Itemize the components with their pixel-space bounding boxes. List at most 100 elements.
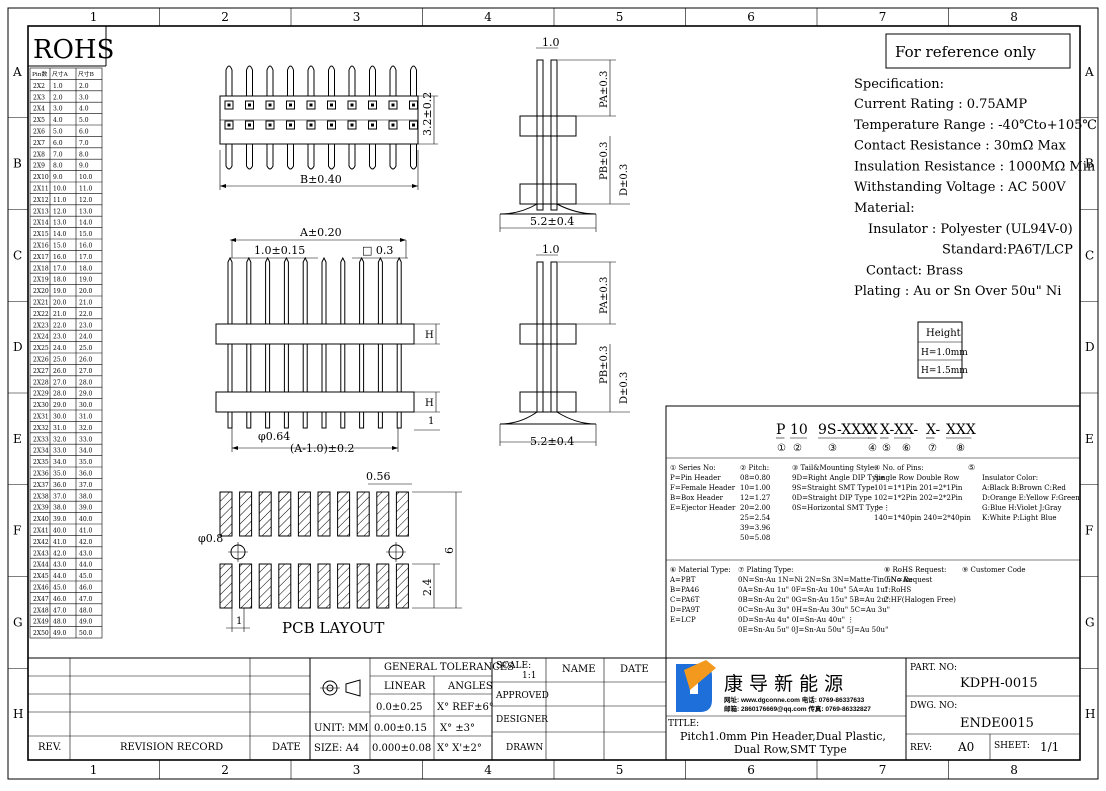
pin-table-cell: 46.0 — [79, 585, 93, 592]
pin-table-cell: 26.0 — [53, 368, 67, 375]
legend-line: 140=1*40pin 240=2*40pin — [874, 514, 971, 522]
pin-table-cell: 30.0 — [79, 402, 93, 409]
side2-pa: PA±0.3 — [599, 277, 610, 314]
pin-table-cell: 2X23 — [33, 322, 49, 329]
pin-table-cell: 14.0 — [53, 231, 67, 238]
pin-table-cell: 25.0 — [53, 357, 67, 364]
grid-col-label: 8 — [1010, 763, 1018, 777]
grid-col-label: 2 — [221, 10, 229, 24]
height-row-1: H=1.0mm — [921, 348, 968, 358]
pcb-pad-length: 2.4 — [421, 579, 434, 597]
side-view-bottom: 1.0 PA±0.3 PB±0.3 D±0.3 5.2±0.4 — [499, 243, 630, 448]
legend-line: C=PA6T — [670, 596, 700, 604]
pin-table-cell: 23.0 — [53, 334, 67, 341]
pin-table-cell: 16.0 — [79, 243, 93, 250]
legend-line: 20=2.00 — [740, 504, 770, 512]
grid-col-label: 3 — [353, 763, 361, 777]
pin-table-cell: 38.0 — [79, 493, 93, 500]
legend-line: E=Ejector Header — [670, 504, 736, 512]
ang-tol-3: X° X'±2° — [437, 743, 482, 754]
pin-table-cell: 19.0 — [53, 288, 67, 295]
grid-col-label: 8 — [1010, 10, 1018, 24]
unit: UNIT: MM — [314, 723, 368, 734]
pin-table-cell: 2X49 — [33, 619, 49, 626]
pcb-span: 6 — [443, 547, 456, 554]
grid-row-label: B — [1085, 157, 1094, 171]
legend-line: 0A=Sn-Au 1u" 0F=Sn-Au 10u" 5A=Au 1u" — [738, 586, 888, 594]
angles-header: ANGLES — [447, 681, 493, 692]
dim-top-height: 3.2±0.2 — [421, 92, 434, 136]
grid-col-label: 6 — [747, 763, 755, 777]
pin-table-cell: 17.0 — [53, 265, 67, 272]
projection-symbol-icon — [320, 679, 361, 697]
grid-row-label: D — [1085, 340, 1095, 354]
pin-table-cell: 5.0 — [53, 129, 63, 136]
pin-table-cell: 39.0 — [53, 516, 67, 523]
part-code-marker: ⑦ — [928, 443, 937, 454]
pin-table-cell: 11.0 — [79, 186, 93, 193]
legend-line: Single Row Double Row — [874, 474, 959, 482]
pin-table-header: Pin数 — [32, 70, 47, 78]
designer: DESIGNER — [496, 715, 548, 725]
pin-table-cell: 43.0 — [53, 562, 67, 569]
pin-table-cell: 32.0 — [53, 436, 67, 443]
pin-table-cell: 7.0 — [53, 151, 63, 158]
side1-pb: PB±0.3 — [599, 142, 610, 180]
side2-pb: PB±0.3 — [599, 346, 610, 384]
pin-table-cell: 2X18 — [33, 265, 49, 272]
height-title: Height — [926, 328, 961, 339]
pin-table-cell: 5.0 — [79, 117, 89, 124]
pin-table-cell: 40.0 — [79, 516, 93, 523]
legend-line: B=PA46 — [670, 586, 700, 594]
pin-table-cell: 10.0 — [79, 174, 93, 181]
pin-table-cell: 13.0 — [53, 220, 67, 227]
pin-table-cell: 2X34 — [33, 448, 49, 455]
grid-row-label: H — [13, 707, 23, 721]
pin-table-cell: 20.0 — [79, 288, 93, 295]
pin-table-cell: 2X6 — [33, 129, 45, 136]
pin-table-cell: 41.0 — [53, 539, 67, 546]
pin-table-cell: 24.0 — [53, 345, 67, 352]
pin-table-cell: 10.0 — [53, 186, 67, 193]
grid-row-label: A — [12, 65, 22, 79]
dim-one-front: 1 — [428, 416, 434, 427]
date-header: DATE — [620, 664, 649, 675]
pin-table-cell: 33.0 — [53, 448, 67, 455]
pin-table-cell: 43.0 — [79, 550, 93, 557]
part-no: KDPH-0015 — [960, 676, 1038, 691]
grid-row-label: B — [13, 157, 22, 171]
pin-table-cell: 36.0 — [79, 471, 93, 478]
pin-table-cell: 4.0 — [79, 106, 89, 113]
pin-table-cell: 2X32 — [33, 425, 49, 432]
part-code-segment: P — [776, 422, 785, 438]
pin-table-cell: 32.0 — [79, 425, 93, 432]
grid-row-label: A — [1084, 65, 1094, 79]
pin-table-cell: 2X50 — [33, 630, 49, 637]
pin-table-cell: 2X10 — [33, 174, 49, 181]
spec-line: Insulation Resistance : 1000MΩ Min — [854, 159, 1096, 174]
legend-line: 10=1.00 — [740, 484, 770, 492]
pin-table-cell: 37.0 — [79, 482, 93, 489]
grid-row-label: F — [1085, 524, 1093, 538]
pin-table-cell: 27.0 — [79, 368, 93, 375]
pin-table-cell: 12.0 — [79, 197, 93, 204]
grid-row-label: F — [13, 524, 21, 538]
pin-table-cell: 31.0 — [79, 414, 93, 421]
dim-square: □ 0.3 — [362, 244, 393, 257]
pin-table-cell: 2X44 — [33, 562, 49, 569]
pin-table-cell: 2X37 — [33, 482, 49, 489]
title-line-1: Pitch1.0mm Pin Header,Dual Plastic, — [680, 730, 886, 743]
grid-col-label: 4 — [484, 763, 492, 777]
pin-table-cell: 2X42 — [33, 539, 49, 546]
part-code-marker: ③ — [828, 443, 837, 454]
pcb-layout-title: PCB LAYOUT — [282, 619, 384, 637]
spec-line: Current Rating : 0.75AMP — [854, 97, 1027, 112]
legend-line: 39=3.96 — [740, 524, 771, 532]
pin-table-cell: 44.0 — [79, 562, 93, 569]
legend-line: 50=5.08 — [740, 534, 770, 542]
legend-line: 0D=Sn-Au 4u" 0I=Sn-Au 40u" ⋮ — [738, 616, 854, 624]
legend-line: 1:RoHS — [884, 586, 911, 594]
pin-table-cell: 49.0 — [53, 630, 67, 637]
rohs-mark: ROHS — [33, 35, 114, 65]
